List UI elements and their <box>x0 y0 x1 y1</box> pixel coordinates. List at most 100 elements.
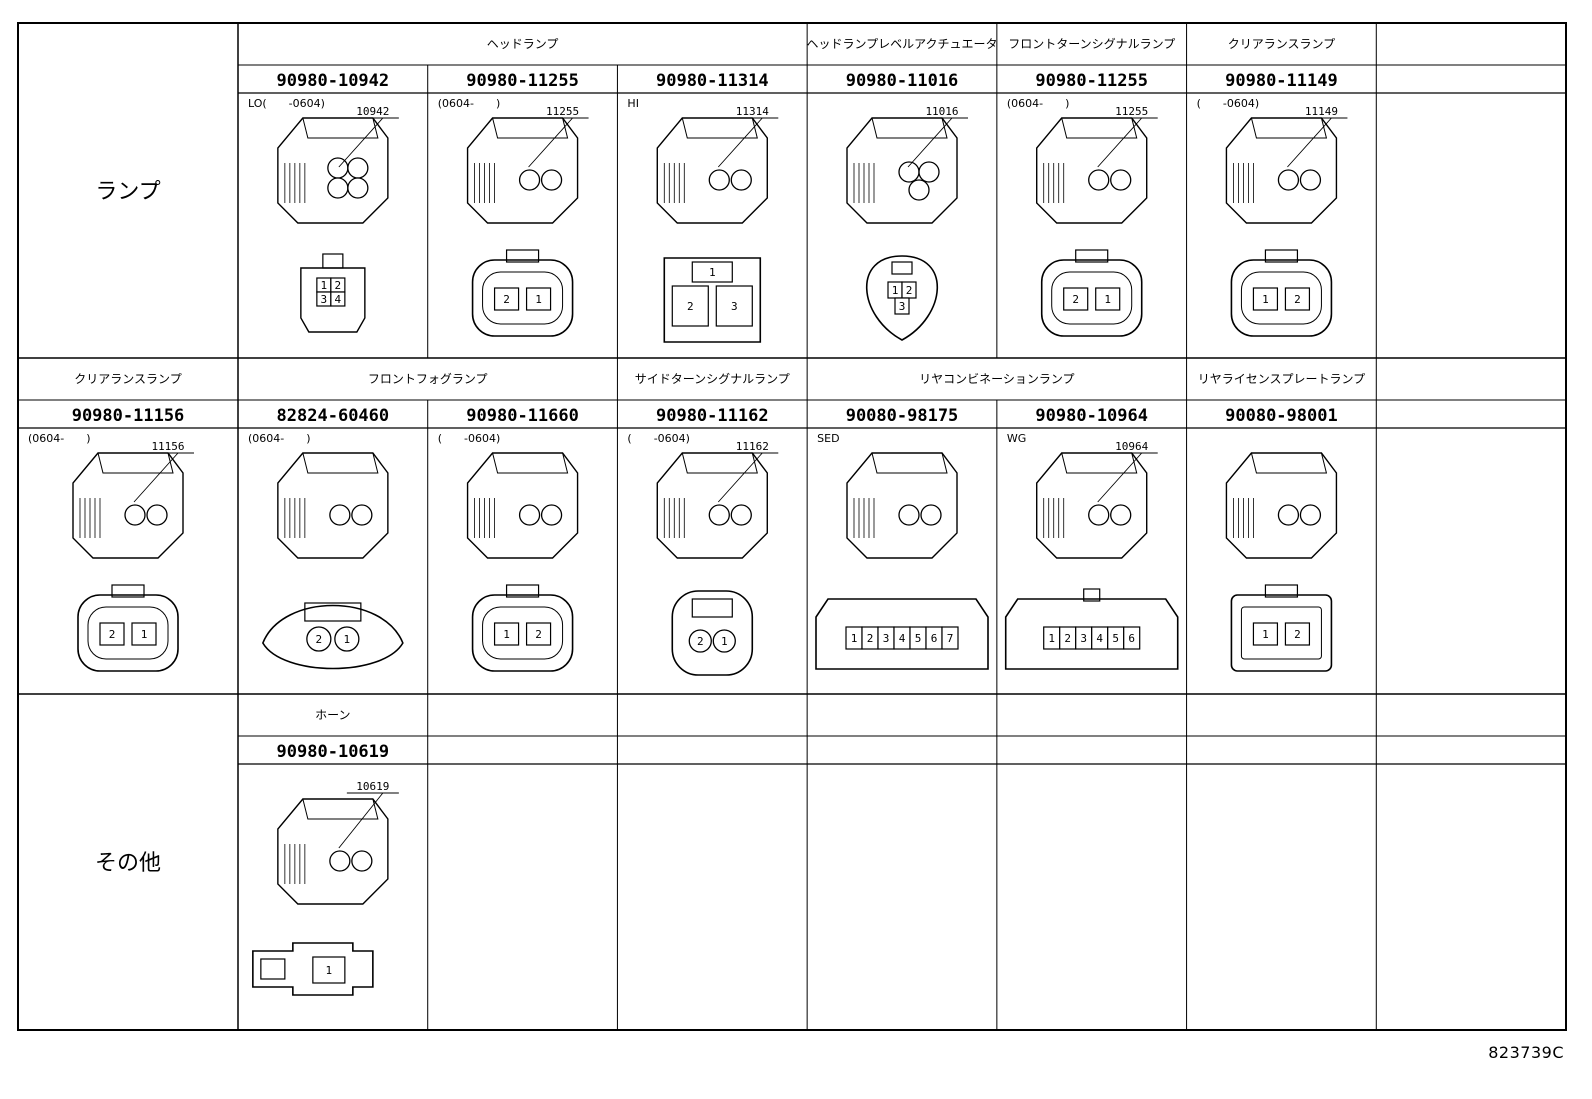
pin-number: 5 <box>1112 632 1119 645</box>
terminal-hole <box>898 161 920 183</box>
terminal-hole <box>730 169 752 191</box>
terminal-hole <box>1088 504 1110 526</box>
fitment-note: ( -0604) <box>627 432 690 445</box>
connector-latch <box>304 602 362 622</box>
pin-number: 2 <box>1294 628 1301 641</box>
terminal-hole <box>908 179 930 201</box>
connector-body-drawing <box>1036 452 1148 559</box>
terminal-hole <box>1277 169 1300 191</box>
fitment-note: WG <box>1007 432 1026 445</box>
callout-label: 10619 <box>356 780 389 793</box>
callout-label: 11255 <box>1115 105 1148 118</box>
terminal-hole <box>306 626 332 652</box>
pin-number: 1 <box>851 632 858 645</box>
fitment-note: ( -0604) <box>438 432 501 445</box>
part-number: 82824-60460 <box>277 406 390 426</box>
pin-number: 1 <box>1262 293 1269 306</box>
connector-ridge <box>97 452 174 474</box>
connector-face-inner <box>482 271 564 325</box>
connector-ridge <box>1250 117 1328 139</box>
terminal-hole <box>518 504 541 526</box>
part-number: 90980-11255 <box>466 71 579 91</box>
connector-ridge <box>681 452 758 474</box>
terminal-hole <box>329 504 351 526</box>
callout-label: 11149 <box>1305 105 1338 118</box>
terminal-hole <box>920 504 942 526</box>
terminal-hole <box>1299 504 1322 526</box>
terminal-hole <box>898 504 920 526</box>
pin-cavity <box>312 956 346 984</box>
terminal-hole <box>540 504 563 526</box>
connector-body-drawing <box>656 452 768 559</box>
callout-leader <box>528 117 573 168</box>
part-number: 90080-98001 <box>1225 406 1338 426</box>
pin-number: 1 <box>892 284 899 297</box>
connector-face-outline <box>1230 259 1333 337</box>
connector-latch <box>260 958 286 980</box>
pin-number: 1 <box>321 279 328 292</box>
pin-number: 2 <box>1064 632 1071 645</box>
callout-label: 11255 <box>546 105 579 118</box>
pin-cavity <box>671 285 709 327</box>
terminal-hole <box>334 626 360 652</box>
fitment-note: (0604- ) <box>438 97 501 110</box>
pin-number: 2 <box>109 628 116 641</box>
pin-number: 1 <box>141 628 148 641</box>
connector-latch <box>505 249 540 263</box>
pin-number: 3 <box>1080 632 1087 645</box>
pin-cavity <box>131 622 157 646</box>
pin-number: 2 <box>535 628 542 641</box>
callout-leader <box>1287 117 1332 168</box>
pin-number: 1 <box>344 633 351 646</box>
pin-number: 3 <box>883 632 890 645</box>
callout-label: 10942 <box>356 105 389 118</box>
pin-cavity <box>330 291 346 307</box>
pin-number: 2 <box>1294 293 1301 306</box>
connector-body-drawing <box>72 452 184 559</box>
connector-cell: 90080-98001 1 2 <box>1225 400 1377 694</box>
pin-cavity <box>715 285 753 327</box>
pin-number: 3 <box>321 293 328 306</box>
connector-latch <box>1264 584 1299 598</box>
pin-number: 4 <box>899 632 906 645</box>
terminal-hole <box>918 161 940 183</box>
callout-leader <box>717 452 763 503</box>
fitment-note: LO( -0604) <box>248 97 325 110</box>
pin-number: 1 <box>709 266 716 279</box>
connector-ridge <box>302 798 379 820</box>
group-title: リヤライセンスプレートランプ <box>1198 372 1365 386</box>
pin-number: 4 <box>1096 632 1103 645</box>
pin-cavity <box>691 261 733 283</box>
part-number: 90980-11162 <box>656 406 769 426</box>
pin-cavity <box>1252 622 1279 646</box>
connector-latch <box>111 584 145 598</box>
pin-cavity <box>99 622 125 646</box>
connector-body-drawing <box>277 452 389 559</box>
terminal-hole <box>730 504 752 526</box>
part-number: 90980-11156 <box>72 406 185 426</box>
connector-body-drawing <box>1225 117 1338 224</box>
pin-number: 1 <box>535 293 542 306</box>
pin-cavity <box>894 297 910 315</box>
part-number: 90980-10942 <box>277 71 390 91</box>
pin-cavity <box>1284 622 1311 646</box>
terminal-hole <box>540 169 563 191</box>
pin-number: 5 <box>915 632 922 645</box>
terminal-hole <box>1299 169 1322 191</box>
terminal-hole <box>329 850 351 872</box>
terminal-hole <box>146 504 168 526</box>
group-title: フロントターンシグナルランプ <box>1008 37 1175 51</box>
connector-ridge <box>302 117 379 139</box>
connector-body-drawing <box>466 117 579 224</box>
terminal-hole <box>347 177 369 199</box>
pin-number: 1 <box>1262 628 1269 641</box>
pin-number: 1 <box>1048 632 1055 645</box>
